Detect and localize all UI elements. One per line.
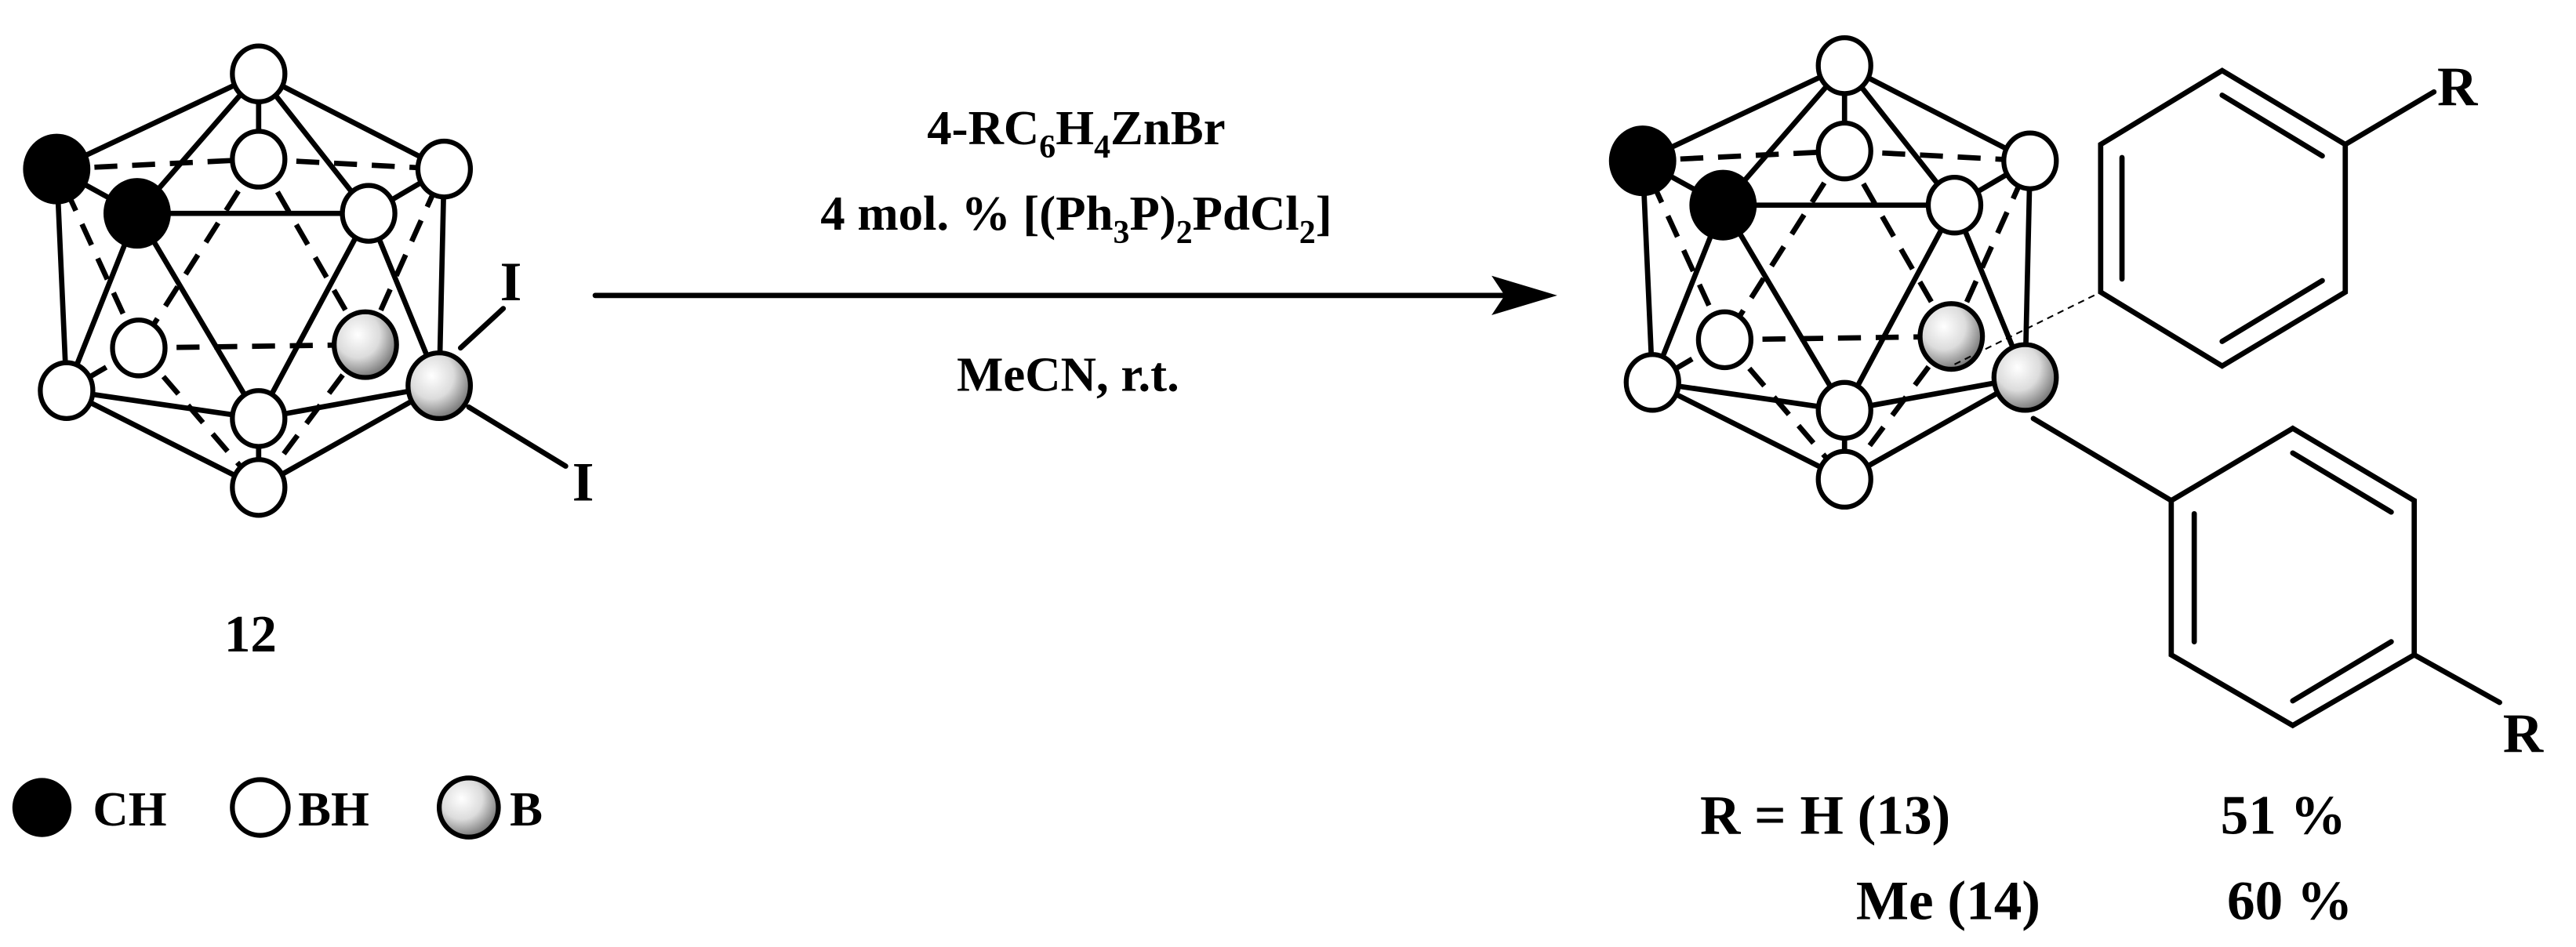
bh-vertex [1815,379,1873,441]
b-vertex [1917,301,1986,372]
cage-edge-hidden [1724,333,1952,343]
ch-vertex [103,178,171,249]
b-aryl-bond-lower [2030,415,2175,503]
bh-vertex [1695,309,1754,371]
legend-bh-label: BH [298,782,369,836]
cage-edge-hidden [362,168,447,347]
reactant-carborane-cage [23,43,474,518]
bh-vertex [340,183,398,244]
legend: CH BH B [12,775,543,840]
ch-legend-icon [12,778,72,837]
iodine-label-upper: I [500,252,522,313]
bh-vertex [1623,352,1681,413]
cage-edge-hidden [256,343,368,489]
cage-edge [53,166,70,394]
cage-edge-hidden [1842,335,1953,481]
cage-edge [1720,202,1848,413]
cage-edge [1841,63,2033,164]
reactant-label: 12 [224,605,277,663]
b-vertex [405,350,474,422]
bh-vertex [1815,120,1873,182]
cage-edge-hidden [1844,148,2030,164]
reagent-line-3: MeCN, r.t. [957,347,1179,401]
ch-vertex [23,133,91,205]
iodine-label-lower: I [572,452,594,513]
bh-vertex [1815,448,1873,510]
product-aryl-upper: R [1954,56,2479,369]
variant-2-r: Me (14) [1856,870,2040,931]
b-vertex [1991,342,2059,413]
cage-edge [256,383,442,491]
cage-edge [134,210,262,422]
cage-edge-hidden [1642,148,1845,164]
bh-vertex [230,457,288,518]
cage-edge [256,71,447,172]
cage-edge-hidden [1722,338,1847,481]
cage-edge-hidden [136,346,261,489]
cage-edge [64,387,262,491]
cage-edge-hidden [258,156,445,172]
bh-vertex [110,317,168,379]
bh-legend-icon [230,777,291,838]
cage-edge [436,166,447,389]
cage-edge [1841,202,1957,413]
cage-edge [1649,379,1848,482]
double-bond [2290,450,2394,515]
bh-vertex [1925,174,1984,236]
c-r-bond-upper [2342,89,2437,147]
cage-edge [1841,375,2028,482]
double-bond [2219,93,2325,159]
ch-vertex [1608,125,1677,197]
bh-vertex [230,388,288,449]
bh-vertex [230,43,288,104]
cage-edge [53,71,262,172]
cage-edge-hidden [56,156,259,172]
bh-vertex [230,129,288,190]
cage-edge [1640,158,1655,386]
reagent-line-1: 4-RC6H4ZnBr [927,100,1225,165]
b-aryl-bond-upper [1954,291,2102,365]
legend-ch-label: CH [93,782,166,836]
bh-vertex [415,138,474,200]
c-i-bond-upper [457,306,507,351]
bh-vertex [1815,35,1873,96]
product-carborane-cage [1608,35,2059,510]
arrow-head [1491,275,1557,315]
cage-edge [64,387,262,422]
bh-vertex [2001,130,2059,191]
reactant-iodo-groups: I I [457,252,594,513]
product-aryl-lower: R [2030,415,2545,764]
reaction-arrow [592,275,1557,315]
b-vertex [331,309,399,380]
cage-edge-hidden [1949,159,2033,338]
cage-edge [1640,63,1848,164]
cage-edge [1649,379,1848,413]
cage-edge-hidden [138,342,365,351]
legend-b-label: B [510,782,543,836]
c-i-bond-lower [466,404,569,469]
reagent-line-2: 4 mol. % [(Ph3P)2PdCl2] [820,186,1332,251]
c-r-bond-lower [2411,651,2502,706]
variant-1-yield: 51 % [2221,786,2346,847]
bh-vertex [38,360,96,422]
benzene-ring-upper [2098,67,2349,369]
cage-edge [2022,158,2033,380]
cage-edge [256,210,372,422]
variant-2-yield: 60 % [2227,870,2353,931]
double-bond [2219,278,2325,344]
benzene-ring-lower [2168,425,2418,729]
r-label-lower: R [2503,703,2545,764]
r-label-upper: R [2437,56,2479,118]
b-legend-icon [436,775,501,840]
ch-vertex [1689,169,1757,241]
double-bond [2290,639,2394,704]
variant-1-r: R = H (13) [1700,786,1950,847]
